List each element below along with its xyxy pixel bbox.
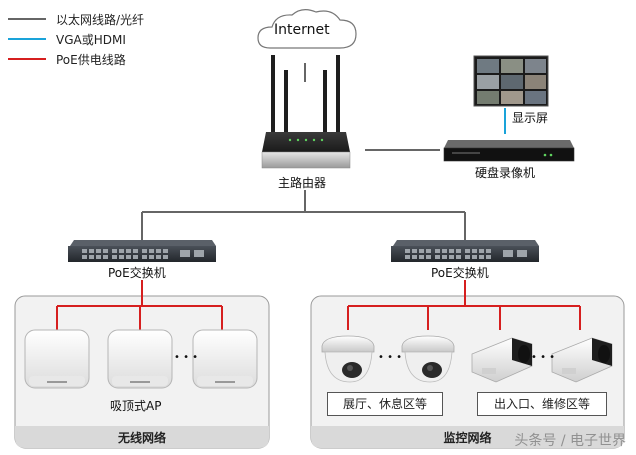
- nvr-label: 硬盘录像机: [475, 166, 536, 180]
- ap-label: 吸顶式AP: [110, 399, 162, 413]
- internet-label: Internet: [274, 22, 330, 38]
- surveillance-zone-title: 监控网络: [443, 431, 492, 445]
- bullet-ellipsis: • • •: [531, 352, 556, 363]
- dome-ellipsis: • • •: [378, 352, 403, 363]
- dome-camera-2-icon: [401, 335, 455, 383]
- area-right-box: 出入口、维修区等: [477, 392, 607, 416]
- right-poe-switch-icon: [391, 240, 539, 262]
- monitor-label: 显示屏: [512, 111, 549, 125]
- bullet-camera-1-icon: [471, 337, 533, 383]
- monitor-icon: [473, 55, 549, 107]
- internet-cloud-icon: [257, 9, 357, 49]
- router-label: 主路由器: [278, 176, 327, 190]
- legend-poe-swatch: [8, 58, 46, 60]
- nvr-icon: [443, 140, 575, 162]
- dome-camera-1-icon: [321, 335, 375, 383]
- bullet-camera-2-icon: [551, 337, 613, 383]
- access-point-1-icon: [24, 329, 90, 389]
- ethernet-lines: [141, 63, 466, 240]
- legend-poe-label: PoE供电线路: [56, 53, 126, 67]
- area-left-box: 展厅、休息区等: [327, 392, 443, 416]
- watermark: 头条号 / 电子世界: [514, 433, 626, 449]
- left-poe-switch-icon: [68, 240, 216, 262]
- router-icon: [261, 55, 351, 169]
- poe-lines: [56, 280, 581, 330]
- ap-ellipsis: • • •: [174, 352, 199, 363]
- right-switch-label: PoE交换机: [431, 266, 489, 280]
- wireless-zone-title: 无线网络: [117, 431, 166, 445]
- legend-video-label: VGA或HDMI: [56, 33, 126, 47]
- left-switch-label: PoE交换机: [108, 266, 166, 280]
- legend-ethernet-swatch: [8, 18, 46, 20]
- access-point-2-icon: [107, 329, 173, 389]
- legend-video-swatch: [8, 38, 46, 40]
- legend-ethernet-label: 以太网线路/光纤: [56, 13, 145, 27]
- access-point-3-icon: [192, 329, 258, 389]
